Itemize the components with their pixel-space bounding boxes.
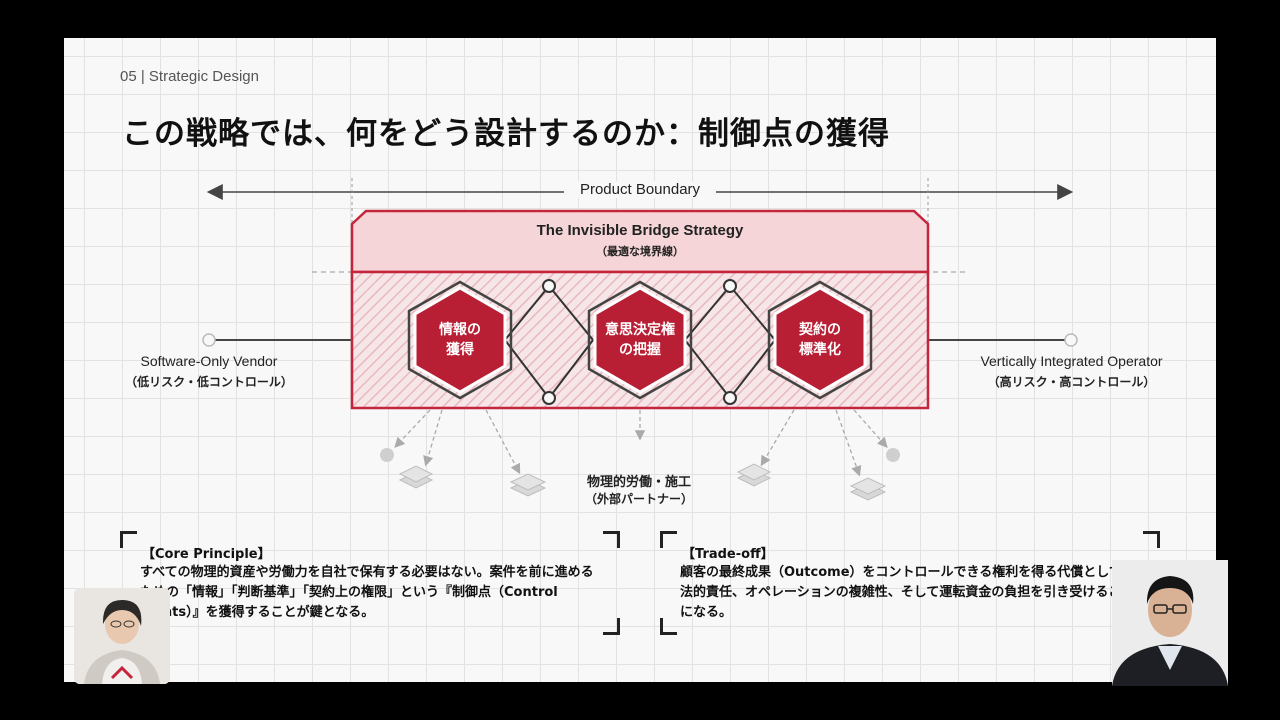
- bridge-subtitle: （最適な境界線）: [596, 245, 684, 258]
- hex-label-2-line1: 意思決定権: [605, 322, 675, 338]
- section-label: 05 | Strategic Design: [120, 68, 259, 85]
- trade-off-box: 【Trade-off】 顧客の最終成果（Outcome）をコントロールできる権利…: [660, 531, 1160, 635]
- product-boundary-label: Product Boundary: [564, 181, 716, 198]
- person-avatar-icon: [74, 588, 170, 684]
- slide: 05 | Strategic Design この戦略では、何をどう設計するのか：…: [64, 38, 1216, 682]
- bridge-title: The Invisible Bridge Strategy: [536, 222, 744, 239]
- hex-label-1: 情報の 獲得: [415, 320, 505, 360]
- core-principle-title: 【Core Principle】: [142, 547, 271, 562]
- hex-label-2-line2: の把握: [619, 342, 661, 358]
- webcam-participant-left: [74, 588, 170, 684]
- integrated-operator-sub: （高リスク・高コントロール）: [987, 375, 1156, 389]
- hex-info-acquisition: [407, 280, 513, 400]
- software-vendor-sub: （低リスク・低コントロール）: [125, 375, 293, 389]
- physical-labor-label: 物理的労働・施工: [586, 475, 691, 490]
- bridge-header: [350, 209, 930, 274]
- webcam-participant-right: [1112, 560, 1228, 686]
- hex-label-3-line2: 標準化: [799, 342, 841, 358]
- physical-labor-sub: （外部パートナー）: [584, 492, 693, 506]
- spectrum-left-node: [202, 333, 216, 347]
- hex-label-3-line1: 契約の: [799, 322, 841, 338]
- hex-decision-rights: [587, 280, 693, 400]
- hex-label-1-line1: 情報の: [439, 322, 481, 338]
- integrated-operator-label: Vertically Integrated Operator: [980, 353, 1163, 369]
- core-principle-box: 【Core Principle】 すべての物理的資産や労働力を自社で保有する必要…: [120, 531, 620, 635]
- trade-off-title: 【Trade-off】: [682, 547, 774, 562]
- hex-label-1-line2: 獲得: [446, 342, 474, 358]
- hex-label-2: 意思決定権 の把握: [595, 320, 685, 360]
- page-title: この戦略では、何をどう設計するのか：制御点の獲得: [122, 116, 890, 152]
- software-vendor-label: Software-Only Vendor: [140, 353, 278, 369]
- hex-label-3: 契約の 標準化: [775, 320, 865, 360]
- core-principle-body: すべての物理的資産や労働力を自社で保有する必要はない。案件を前に進めるための「情…: [140, 565, 594, 620]
- trade-off-body: 顧客の最終成果（Outcome）をコントロールできる権利を得る代償として、法的責…: [680, 565, 1135, 620]
- partner-dot: [886, 448, 900, 462]
- strategy-diagram: [202, 178, 1078, 501]
- spectrum-right-node: [1064, 333, 1078, 347]
- person-avatar-icon: [1112, 560, 1228, 686]
- partner-dot: [380, 448, 394, 462]
- hex-contract-standardization: [767, 280, 873, 400]
- partner-layers: [398, 463, 887, 501]
